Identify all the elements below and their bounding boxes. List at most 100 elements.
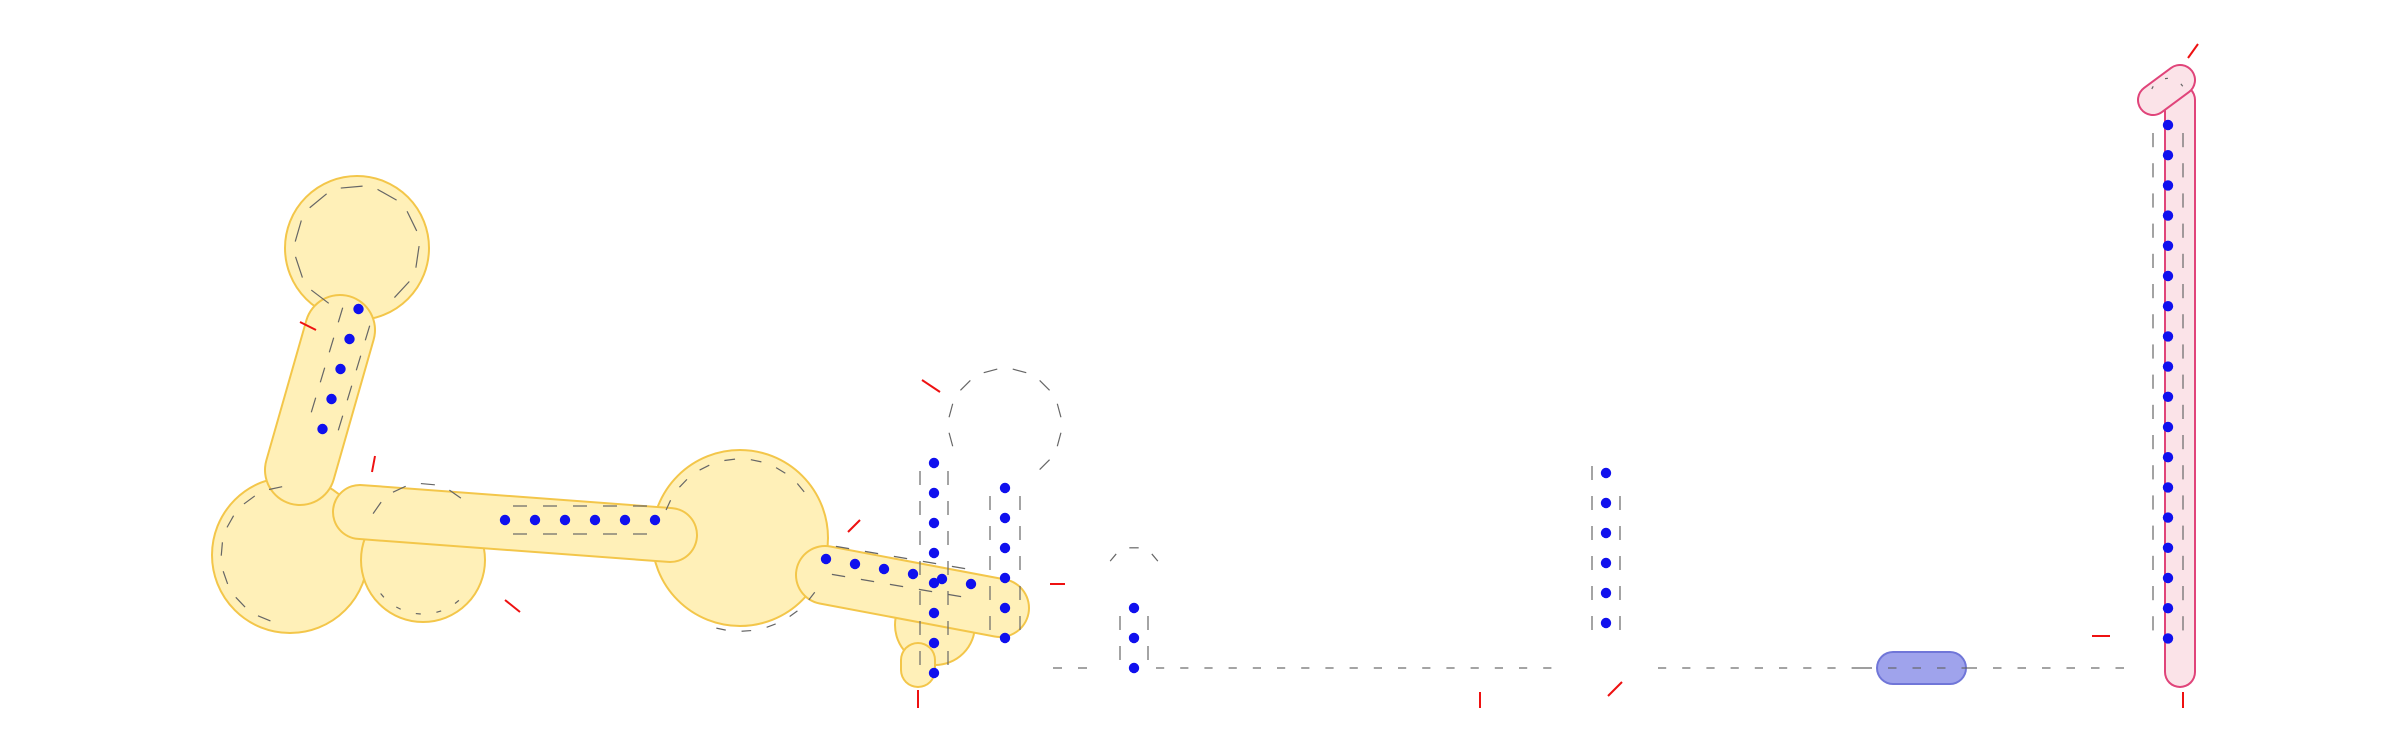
base-pair-dot xyxy=(2162,331,2174,342)
base-pair-dot xyxy=(936,573,948,585)
base-pair-dot xyxy=(999,542,1011,554)
backbone-link xyxy=(665,499,672,511)
backbone-link xyxy=(789,610,798,618)
position-tick xyxy=(371,455,376,473)
highlight-stem-40 xyxy=(266,296,374,504)
backbone-link xyxy=(766,623,776,628)
base-pair-dot xyxy=(1600,527,1612,539)
backbone-link xyxy=(454,599,460,604)
base-pair-dot xyxy=(928,517,940,529)
backbone-link xyxy=(294,220,302,242)
backbone-link xyxy=(860,578,875,583)
backbone-link xyxy=(235,596,246,608)
base-pair-dot xyxy=(2162,633,2174,644)
backbone-link xyxy=(831,573,846,578)
base-pair-dot xyxy=(619,514,631,526)
backbone-link xyxy=(808,591,816,601)
base-pair-layer xyxy=(317,119,2174,679)
base-pair-dot xyxy=(529,514,541,526)
base-pair-dot xyxy=(649,514,661,526)
backbone-link xyxy=(340,185,363,189)
backbone-link xyxy=(1151,553,1159,562)
base-pair-dot xyxy=(2162,270,2174,282)
backbone-link xyxy=(294,256,303,278)
base-pair-dot xyxy=(999,632,1011,644)
backbone-link xyxy=(377,188,397,201)
base-pair-dot xyxy=(928,487,940,499)
highlight-helix-a xyxy=(334,486,696,561)
backbone-link xyxy=(2151,86,2154,90)
base-pair-dot xyxy=(849,558,861,570)
backbone-link xyxy=(220,542,224,556)
base-pair-dot xyxy=(499,514,511,526)
backbone-link xyxy=(1012,368,1027,374)
base-pair-dot xyxy=(1600,497,1612,509)
base-pair-dot xyxy=(344,333,355,345)
base-pair-dot xyxy=(820,553,832,565)
backbone-link xyxy=(983,368,998,374)
backbone-link xyxy=(337,415,344,431)
base-pair-dot xyxy=(2162,542,2174,553)
backbone-link xyxy=(436,610,442,613)
base-pair-dot xyxy=(2162,421,2174,433)
highlight-layer xyxy=(211,64,2196,688)
backbone-link xyxy=(835,545,850,550)
backbone-link xyxy=(889,583,904,588)
position-tick xyxy=(299,321,317,331)
backbone-link xyxy=(364,325,371,341)
backbone-link xyxy=(724,458,736,462)
backbone-link xyxy=(1109,553,1117,562)
base-pair-dot xyxy=(2162,452,2174,463)
base-pair-dot xyxy=(999,572,1011,584)
base-pair-dot xyxy=(1600,467,1612,479)
base-pair-dot xyxy=(928,547,940,559)
base-pair-dot xyxy=(2162,180,2174,191)
position-tick xyxy=(921,379,941,393)
base-pair-dot xyxy=(999,482,1011,494)
backbone-link xyxy=(750,459,762,463)
base-pair-dot xyxy=(1128,632,1140,644)
base-pair-dot xyxy=(928,607,940,619)
backbone-link xyxy=(355,355,362,371)
backbone-link xyxy=(775,467,786,474)
backbone-link xyxy=(922,560,937,565)
backbone-link xyxy=(951,565,966,570)
backbone-link xyxy=(337,307,344,323)
base-pair-dot xyxy=(589,514,601,526)
base-pair-dot xyxy=(928,637,940,649)
base-pair-dot xyxy=(353,303,364,315)
backbone-link xyxy=(328,337,335,353)
base-pair-dot xyxy=(1600,587,1612,599)
backbone-link xyxy=(948,403,954,418)
position-label-layer xyxy=(299,43,2199,708)
base-pair-dot xyxy=(2162,150,2174,161)
base-pair-dot xyxy=(335,363,346,375)
base-pair-dot xyxy=(999,602,1011,614)
backbone-link xyxy=(392,485,406,493)
backbone-link xyxy=(960,380,971,391)
backbone-link xyxy=(346,385,353,401)
backbone-link xyxy=(372,501,382,514)
backbone-link xyxy=(380,593,385,598)
backbone-link xyxy=(699,464,710,471)
base-pair-dot xyxy=(928,577,940,589)
base-pair-dot xyxy=(2162,512,2174,523)
base-pair-dot xyxy=(1600,557,1612,569)
backbone-link xyxy=(741,629,752,632)
backbone-link xyxy=(893,555,908,560)
base-pair-dot xyxy=(928,457,940,469)
backbone-link xyxy=(309,193,327,209)
base-pair-dot xyxy=(907,568,919,580)
backbone-link xyxy=(864,550,879,555)
base-pair-dot xyxy=(2162,119,2174,131)
highlight-helix-b xyxy=(797,547,1028,636)
base-pair-dot xyxy=(2162,572,2174,584)
base-pair-dot xyxy=(2162,603,2174,614)
base-pair-dot xyxy=(2162,361,2174,372)
base-pair-dot xyxy=(559,514,571,526)
backbone-link xyxy=(243,495,256,505)
backbone-link xyxy=(716,627,726,631)
base-pair-dot xyxy=(1128,662,1140,674)
backbone-link xyxy=(406,211,418,232)
